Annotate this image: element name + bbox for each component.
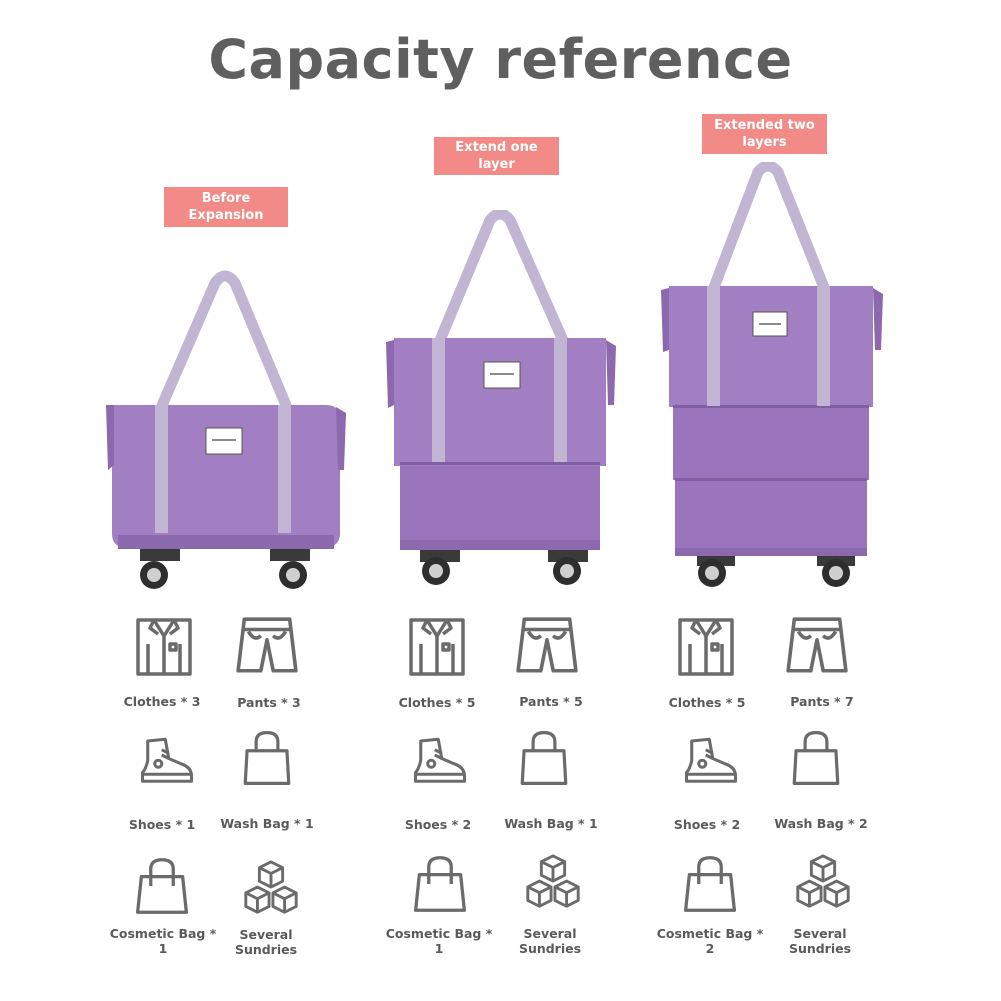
bag-extended-two-layers <box>661 162 883 587</box>
boot-icon <box>134 734 200 790</box>
item-label-cosmetic-bag: Cosmetic Bag * 1 <box>385 926 493 956</box>
shirt-icon <box>405 613 469 679</box>
item-label-pants: Pants * 7 <box>790 694 854 709</box>
tag-extend-one-layer: Extend one layer <box>434 137 559 175</box>
item-label-shoes: Shoes * 2 <box>673 817 741 832</box>
handbag-icon <box>132 852 192 920</box>
item-label-sundries: Several Sundries <box>518 926 582 956</box>
handbag-icon <box>680 850 740 918</box>
tote-icon <box>515 725 573 791</box>
item-label-wash-bag: Wash Bag * 2 <box>774 816 868 831</box>
tote-icon <box>787 725 845 791</box>
boot-icon <box>678 734 744 790</box>
shorts-icon <box>784 613 850 679</box>
item-label-clothes: Clothes * 5 <box>668 695 746 710</box>
tag-extended-two-layers: Extended two layers <box>702 114 827 154</box>
cubes-icon <box>792 852 854 914</box>
boot-icon <box>407 734 473 790</box>
tag-before-expansion: Before Expansion <box>164 187 288 227</box>
page-title: Capacity reference <box>208 28 793 91</box>
item-label-sundries: Several Sundries <box>234 927 298 957</box>
item-label-sundries: Several Sundries <box>788 926 852 956</box>
bag-before-expansion <box>106 270 346 589</box>
item-label-shoes: Shoes * 1 <box>128 817 196 832</box>
item-label-cosmetic-bag: Cosmetic Bag * 2 <box>656 926 764 956</box>
item-label-pants: Pants * 3 <box>237 695 301 710</box>
item-label-cosmetic-bag: Cosmetic Bag * 1 <box>109 926 217 956</box>
item-label-clothes: Clothes * 5 <box>398 695 476 710</box>
bag-extend-one-layer <box>386 210 616 585</box>
cubes-icon <box>240 858 302 920</box>
item-label-pants: Pants * 5 <box>519 694 583 709</box>
handbag-icon <box>410 850 470 918</box>
shirt-icon <box>674 613 738 679</box>
tote-icon <box>238 725 296 791</box>
item-label-clothes: Clothes * 3 <box>123 694 201 709</box>
item-label-wash-bag: Wash Bag * 1 <box>504 816 598 831</box>
item-label-shoes: Shoes * 2 <box>404 817 472 832</box>
shorts-icon <box>234 613 300 679</box>
shorts-icon <box>514 613 580 679</box>
cubes-icon <box>522 852 584 914</box>
shirt-icon <box>132 613 196 679</box>
item-label-wash-bag: Wash Bag * 1 <box>220 816 314 831</box>
